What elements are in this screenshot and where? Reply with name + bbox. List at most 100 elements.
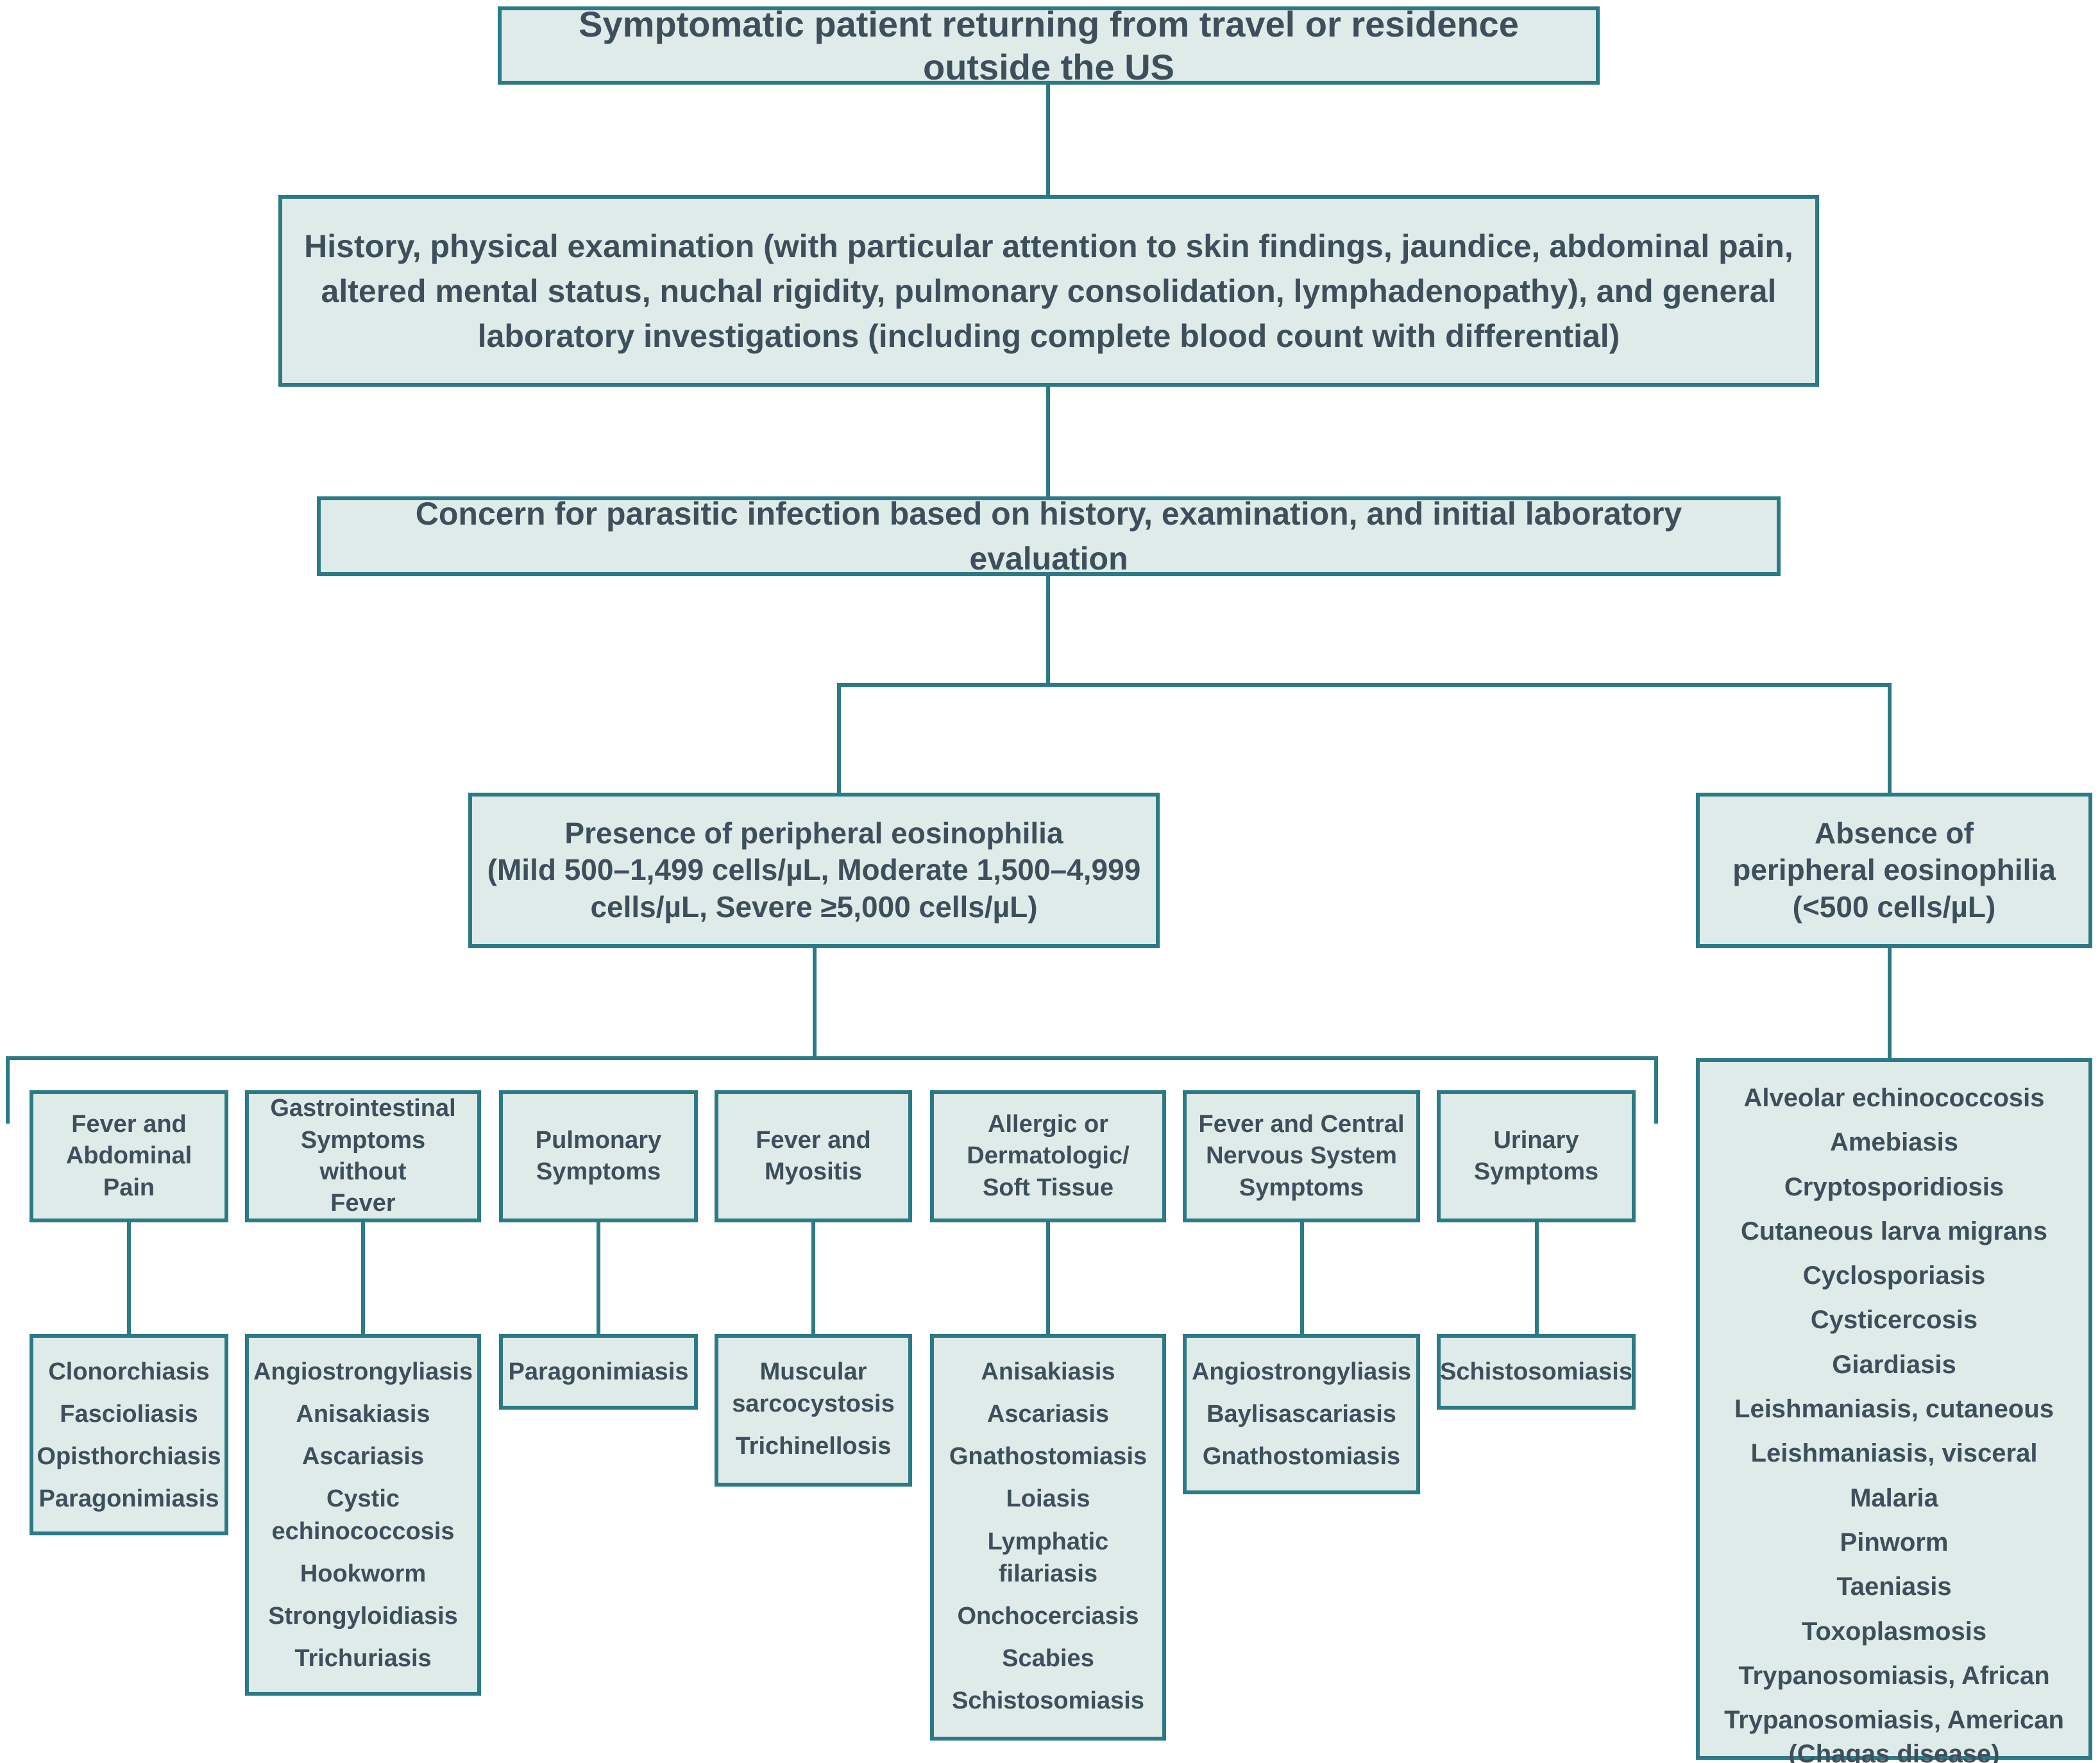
infection-item-line: Trypanosomiasis, American <box>1724 1706 2064 1735</box>
category-label-line: Fever and <box>756 1126 871 1154</box>
category-label-line: Abdominal Pain <box>65 1142 192 1201</box>
category-label-line: Dermatologic/ <box>967 1142 1130 1170</box>
category-urinary: Urinary Symptoms <box>1437 1090 1636 1222</box>
category-allergic-dermatologic: Allergic or Dermatologic/ Soft Tissue <box>930 1090 1166 1222</box>
category-label-line: Symptoms <box>1473 1158 1599 1185</box>
infection-list-fever-abdominal-pain: Clonorchiasis Fascioliasis Opisthorchias… <box>30 1334 228 1535</box>
infection-item: Malaria <box>1850 1483 1938 1512</box>
infection-item: Ascariasis <box>986 1401 1110 1428</box>
category-gastrointestinal: Gastrointestinal Symptoms without Fever <box>245 1090 481 1222</box>
infection-item: Anisakiasis <box>981 1358 1115 1385</box>
connector-split-bar <box>837 683 1892 793</box>
category-label-line: Urinary <box>1493 1126 1579 1154</box>
presence-line: (Mild 500–1,499 cells/µL, Moderate 1,500… <box>487 853 1141 887</box>
absence-line: (<500 cells/µL) <box>1792 890 1996 924</box>
infection-item-line: Muscular <box>759 1358 867 1385</box>
infection-item: Trypanosomiasis, American (Chagas diseas… <box>1724 1703 2064 1763</box>
infection-item: Cysticercosis <box>1810 1306 1978 1335</box>
category-label-line: Symptoms <box>1239 1174 1364 1201</box>
infection-item: Leishmaniasis, cutaneous <box>1734 1395 2054 1424</box>
category-fever-cns: Fever and Central Nervous System Symptom… <box>1183 1090 1420 1222</box>
category-label-line: Fever and Central <box>1198 1110 1405 1138</box>
category-label-line: Gastrointestinal <box>270 1095 456 1122</box>
history-line: altered mental status, nuchal rigidity, … <box>321 273 1777 309</box>
infection-item: Paragonimiasis <box>508 1358 689 1385</box>
presence-line: cells/µL, Severe ≥5,000 cells/µL) <box>590 890 1038 924</box>
infection-item: Clonorchiasis <box>48 1358 210 1385</box>
infection-item: Leishmaniasis, visceral <box>1750 1439 2038 1468</box>
category-fever-myositis: Fever and Myositis <box>715 1090 912 1222</box>
infection-item: Anisakiasis <box>296 1401 430 1428</box>
infection-item-line: echinococcosis <box>271 1517 455 1545</box>
infection-list-pulmonary: Paragonimiasis <box>499 1334 698 1410</box>
infection-item: Loiasis <box>1006 1485 1090 1513</box>
category-label-line: Myositis <box>764 1158 863 1185</box>
history-line: laboratory investigations (including com… <box>477 317 1620 354</box>
history-line: History, physical examination (with part… <box>304 228 1793 264</box>
category-label-line: Nervous System <box>1206 1142 1397 1170</box>
absence-line: Absence of <box>1815 816 1974 850</box>
infection-item-line: Lymphatic <box>987 1528 1109 1555</box>
absence-line: peripheral eosinophilia <box>1732 853 2056 887</box>
infection-item-line: Cystic <box>326 1485 400 1513</box>
infection-item: Schistosomiasis <box>952 1687 1144 1715</box>
infection-item: Hookworm <box>300 1560 427 1587</box>
infection-item: Pinworm <box>1840 1528 1949 1556</box>
infection-list-no-eosinophilia: Alveolar echinococcosis Amebiasis Crypto… <box>1696 1058 2092 1763</box>
infection-item: Paragonimiasis <box>38 1485 219 1513</box>
infection-list-urinary: Schistosomiasis <box>1437 1334 1636 1410</box>
infection-list-allergic-dermatologic: Anisakiasis Ascariasis Gnathostomiasis L… <box>930 1334 1166 1741</box>
infection-item: Schistosomiasis <box>1440 1358 1632 1385</box>
infection-item: Scabies <box>1002 1645 1094 1673</box>
infection-item: Gnathostomiasis <box>1202 1443 1401 1471</box>
category-label-line: Soft Tissue <box>982 1174 1114 1201</box>
infection-item: Trichinellosis <box>735 1433 892 1460</box>
infection-item-line: sarcocystosis <box>732 1390 895 1418</box>
infection-item: Giardiasis <box>1832 1350 1956 1379</box>
category-label-line: Symptoms <box>536 1158 661 1185</box>
infection-item: Onchocerciasis <box>957 1602 1139 1630</box>
infection-item: Angiostrongyliasis <box>1191 1358 1412 1385</box>
infection-item: Alveolar echinococcosis <box>1743 1084 2045 1112</box>
infection-item: Muscular sarcocystosis <box>732 1356 895 1420</box>
infection-list-fever-myositis: Muscular sarcocystosis Trichinellosis <box>715 1334 912 1487</box>
infection-item: Toxoplasmosis <box>1801 1617 1987 1646</box>
infection-item: Strongyloidiasis <box>268 1602 458 1630</box>
category-label-line: Fever <box>330 1190 396 1217</box>
history-node: History, physical examination (with part… <box>278 195 1819 387</box>
category-fever-abdominal-pain: Fever and Abdominal Pain <box>30 1090 228 1222</box>
infection-item: Cutaneous larva migrans <box>1741 1217 2047 1245</box>
concern-node-text: Concern for parasitic infection based on… <box>415 496 1682 577</box>
category-pulmonary: Pulmonary Symptoms <box>499 1090 698 1222</box>
connector-category-bracket <box>6 1056 1658 1124</box>
eosinophilia-present-node: Presence of peripheral eosinophilia (Mil… <box>468 793 1160 948</box>
presence-line: Presence of peripheral eosinophilia <box>564 816 1063 850</box>
infection-list-fever-cns: Angiostrongyliasis Baylisascariasis Gnat… <box>1183 1334 1420 1494</box>
infection-item: Ascariasis <box>301 1443 425 1471</box>
infection-item: Taeniasis <box>1836 1573 1952 1601</box>
infection-item: Baylisascariasis <box>1207 1401 1396 1428</box>
infection-item: Lymphatic filariasis <box>988 1526 1109 1590</box>
infection-item: Angiostrongyliasis <box>253 1358 473 1385</box>
eosinophilia-absent-node: Absence of peripheral eosinophilia (<500… <box>1696 793 2092 948</box>
infection-item: Trypanosomiasis, African <box>1738 1661 2050 1690</box>
concern-node: Concern for parasitic infection based on… <box>317 496 1781 577</box>
category-label-line: Fever and <box>71 1110 187 1138</box>
category-label-line: Symptoms without <box>300 1126 426 1185</box>
category-label-line: Allergic or <box>988 1110 1108 1138</box>
infection-item: Cystic echinococcosis <box>271 1483 454 1547</box>
infection-item-line: (Chagas disease) <box>1788 1739 2000 1763</box>
infection-item: Gnathostomiasis <box>949 1443 1147 1471</box>
infection-item: Cyclosporiasis <box>1802 1261 1986 1290</box>
start-node-text: Symptomatic patient returning from trave… <box>579 3 1519 87</box>
infection-item: Cryptosporidiosis <box>1784 1172 2004 1201</box>
start-node: Symptomatic patient returning from trave… <box>498 4 1600 87</box>
infection-item: Fascioliasis <box>60 1401 198 1428</box>
infection-list-gastrointestinal: Angiostrongyliasis Anisakiasis Ascariasi… <box>245 1334 481 1696</box>
infection-item: Trichuriasis <box>294 1645 432 1673</box>
infection-item-line: filariasis <box>998 1560 1098 1587</box>
infection-item: Opisthorchiasis <box>37 1443 221 1471</box>
infection-item: Amebiasis <box>1829 1128 1959 1157</box>
